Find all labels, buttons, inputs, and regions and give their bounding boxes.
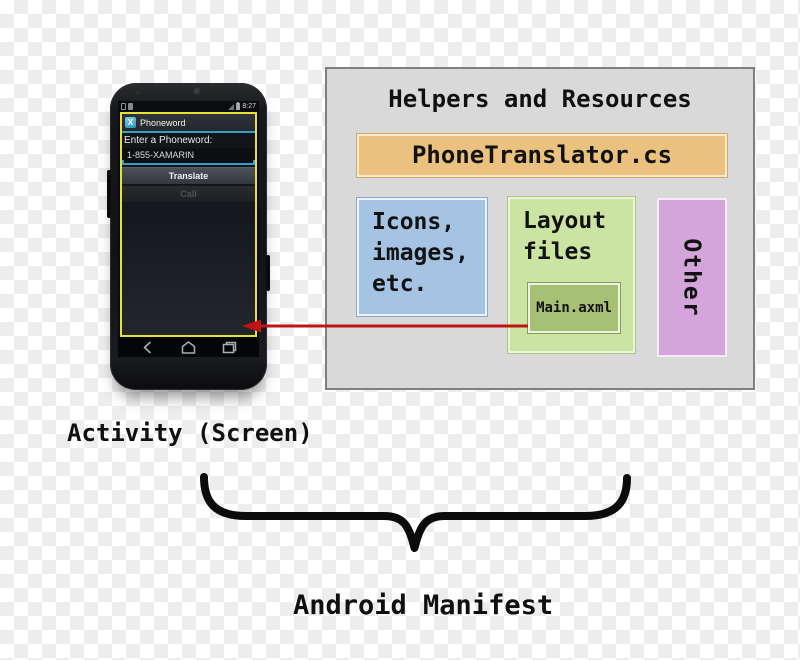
main-axml-label: Main.axml [536,300,612,316]
battery-icon [236,102,241,110]
action-bar: X Phoneword [122,114,255,133]
phone-screen: 8:27 X Phoneword Enter a Phoneword: 1-85… [118,101,259,357]
status-bar: 8:27 [118,101,259,112]
volume-button [107,170,111,218]
home-icon[interactable] [181,340,196,354]
usb-icon [121,103,126,110]
activity-screen-caption: Activity (Screen) [67,419,313,447]
android-manifest-caption: Android Manifest [293,590,554,621]
camera-icon [193,87,202,96]
back-icon[interactable] [140,341,155,354]
sensor-icon [136,91,140,95]
call-button[interactable]: Call [122,186,255,202]
layout-files-box: Layout files Main.axml [507,196,636,354]
power-button [266,255,270,291]
prompt-label: Enter a Phoneword: [124,135,213,146]
phoneword-app-screen: X Phoneword Enter a Phoneword: 1-855-XAM… [120,112,257,337]
layout-files-label: Layout files [523,208,607,265]
other-box: Other [657,198,727,357]
icons-images-box: Icons, images, etc. [356,197,488,317]
status-time: 8:27 [242,103,256,110]
phoneword-input[interactable]: 1-855-XAMARIN [122,148,255,165]
navigation-bar [118,337,259,357]
phoneword-input-value: 1-855-XAMARIN [127,150,195,160]
curly-brace [200,473,631,552]
helpers-resources-panel: Helpers and Resources PhoneTranslator.cs… [325,67,755,390]
android-phone: 8:27 X Phoneword Enter a Phoneword: 1-85… [107,83,270,390]
panel-title: Helpers and Resources [388,85,692,113]
other-label: Other [679,237,705,318]
xamarin-app-icon: X [125,117,136,128]
sd-card-icon [128,103,133,110]
icons-images-label: Icons, images, etc. [372,209,469,297]
phonetranslator-box: PhoneTranslator.cs [356,133,728,178]
app-title: Phoneword [140,117,186,128]
main-axml-box: Main.axml [527,282,621,334]
signal-icon [228,103,235,110]
translate-button[interactable]: Translate [122,167,255,184]
recents-icon[interactable] [222,341,237,354]
